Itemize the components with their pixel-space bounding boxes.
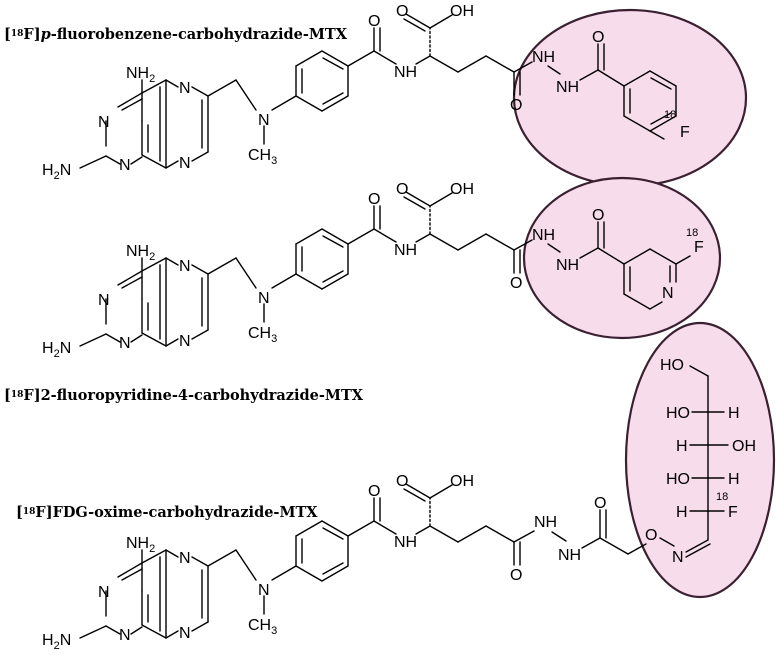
compound-label-3: [18F]FDG-oxime-carbohydrazide-MTX: [16, 504, 318, 521]
nitrogen-atom: N: [258, 112, 270, 129]
methyl-group: CH3: [248, 617, 277, 637]
hydrogen-atom: H: [676, 438, 688, 455]
nitrogen-atom: N: [119, 157, 131, 174]
amine-group: NH2: [126, 535, 155, 555]
nitrogen-atom: N: [98, 292, 110, 309]
amide-nh: NH: [394, 534, 417, 551]
oxygen-atom: O: [368, 483, 380, 500]
hydrogen-atom: H: [728, 471, 740, 488]
highlight-fdg-oxime: [624, 321, 776, 599]
nitrogen-atom: N: [179, 333, 191, 350]
oxygen-atom: O: [396, 3, 408, 20]
compound-3-structure: NH2 N N H2N N N N CH3 O NH O OH O NH NH …: [42, 357, 756, 652]
oxygen-atom: O: [510, 97, 522, 114]
oxime-oxygen: O: [645, 527, 657, 544]
nitrogen-atom: N: [258, 290, 270, 307]
nitrogen-atom: N: [119, 627, 131, 644]
nitrogen-atom: N: [179, 80, 191, 97]
hydrazide-nh: NH: [532, 49, 555, 66]
nitrogen-atom: N: [179, 625, 191, 642]
hydroxyl-group: OH: [450, 473, 474, 490]
oxygen-atom: O: [592, 207, 604, 224]
hydrazide-nh: NH: [534, 514, 557, 531]
compound-2-structure: NH2 N N H2N N N N CH3 O NH O OH O NH NH …: [42, 181, 704, 360]
isotope-label: 18: [686, 227, 698, 239]
amine-group: NH2: [126, 65, 155, 85]
hydrazide-nh: NH: [558, 547, 581, 564]
oxime-nitrogen: N: [672, 549, 684, 566]
oxygen-atom: O: [368, 191, 380, 208]
hydrogen-atom: H: [728, 405, 740, 422]
hydrazide-nh: NH: [532, 227, 555, 244]
oxygen-atom: O: [592, 29, 604, 46]
compound-1-structure: NH2 N N H2N N N N CH3 O NH O OH O NH NH …: [42, 3, 690, 182]
oxygen-atom: O: [594, 495, 606, 512]
highlight-fluoropyridinoyl: [522, 176, 722, 340]
oxygen-atom: O: [510, 275, 522, 292]
hydroxyl-group: HO: [666, 471, 690, 488]
oxygen-atom: O: [396, 473, 408, 490]
hydrazide-nh: NH: [556, 79, 579, 96]
hydroxyl-group: OH: [732, 438, 756, 455]
amine-group: NH2: [126, 243, 155, 263]
nitrogen-atom: N: [258, 582, 270, 599]
fluorine-atom: F: [680, 124, 690, 141]
oxygen-atom: O: [368, 13, 380, 30]
hydroxyl-group: OH: [450, 3, 474, 20]
isotope-label: 18: [664, 109, 676, 121]
amine-group: H2N: [42, 162, 71, 182]
nitrogen-atom: N: [179, 258, 191, 275]
nitrogen-atom: N: [98, 114, 110, 131]
amine-group: H2N: [42, 632, 71, 652]
hydroxyl-group: HO: [660, 357, 684, 374]
fluorine-atom: F: [728, 504, 738, 521]
hydroxyl-group: OH: [450, 181, 474, 198]
oxygen-atom: O: [396, 181, 408, 198]
amide-nh: NH: [394, 64, 417, 81]
methyl-group: CH3: [248, 147, 277, 167]
hydrogen-atom: H: [676, 504, 688, 521]
nitrogen-atom: N: [119, 335, 131, 352]
compound-label-1: [18F]p-fluorobenzene-carbohydrazide-MTX: [4, 26, 348, 43]
pyridine-nitrogen: N: [662, 285, 674, 302]
compound-label-2: [18F]2-fluoropyridine-4-carbohydrazide-M…: [4, 387, 364, 404]
isotope-label: 18: [716, 491, 728, 503]
hydroxyl-group: HO: [666, 405, 690, 422]
methyl-group: CH3: [248, 325, 277, 345]
amide-nh: NH: [394, 242, 417, 259]
nitrogen-atom: N: [179, 155, 191, 172]
hydrazide-nh: NH: [556, 257, 579, 274]
nitrogen-atom: N: [179, 550, 191, 567]
nitrogen-atom: N: [98, 584, 110, 601]
amine-group: H2N: [42, 340, 71, 360]
fluorine-atom: F: [694, 239, 704, 256]
oxygen-atom: O: [510, 567, 522, 584]
